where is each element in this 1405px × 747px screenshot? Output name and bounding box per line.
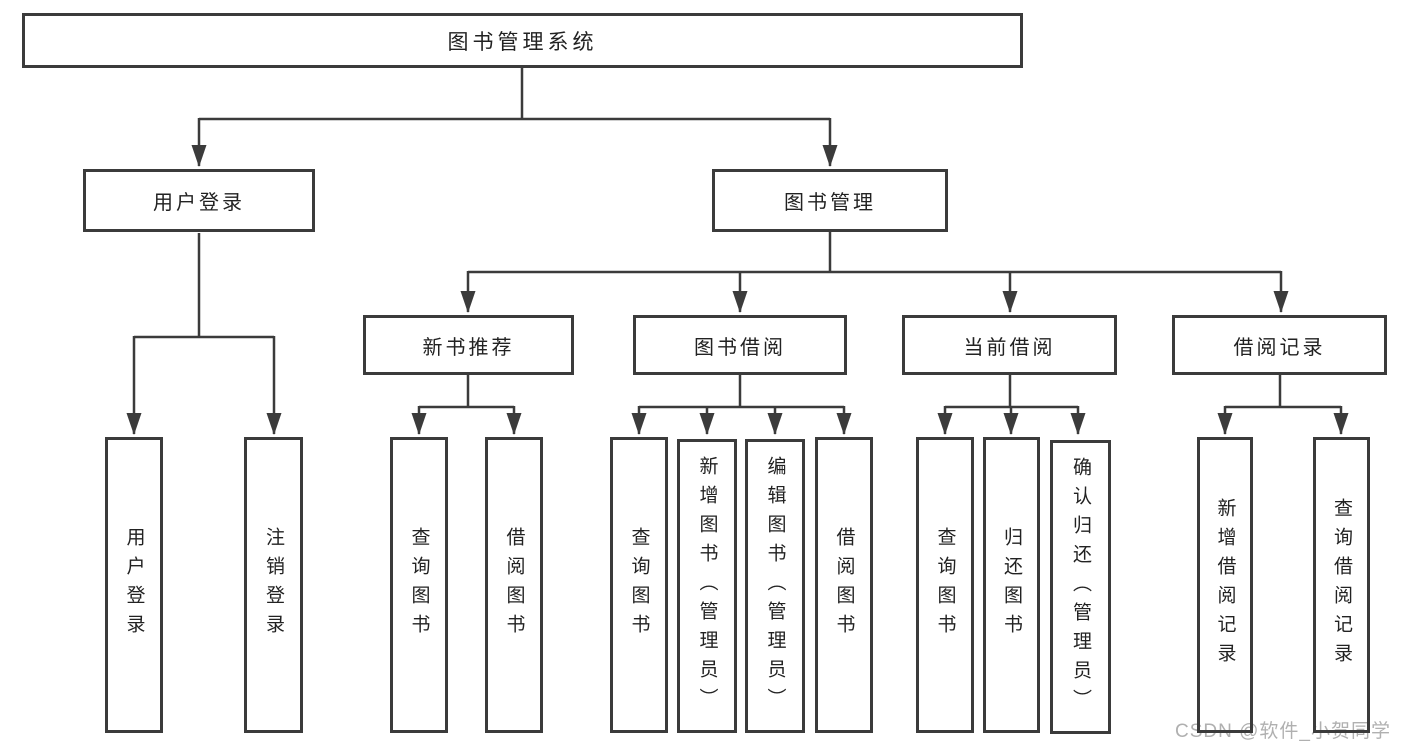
connector-borrow-to-leaves [631, 375, 852, 435]
leaf-records-add-record-label: 新增借阅记录 [1214, 498, 1236, 672]
leaf-logout-label: 注销登录 [263, 527, 284, 643]
node-book-management: 图书管理 [712, 169, 948, 232]
leaf-user-login-label: 用户登录 [123, 527, 145, 643]
connector-recommend-to-leaves [411, 375, 522, 435]
leaf-recommend-borrow-book-label: 借阅图书 [503, 527, 525, 643]
leaf-borrow-borrow-book-label: 借阅图书 [833, 527, 855, 643]
node-user-login-label: 用户登录 [153, 192, 245, 214]
leaf-recommend-borrow-book: 借阅图书 [485, 437, 543, 733]
node-current-borrow: 当前借阅 [902, 315, 1117, 375]
node-book-management-label: 图书管理 [784, 192, 876, 214]
leaf-current-confirm-return: 确认归还（管理员） [1050, 440, 1111, 734]
node-book-borrow-label: 图书借阅 [694, 336, 786, 359]
leaf-recommend-query-book: 查询图书 [390, 437, 448, 733]
connector-login-to-leaves [126, 233, 282, 435]
node-borrow-records-label: 借阅记录 [1233, 336, 1326, 359]
node-root: 图书管理系统 [22, 13, 1023, 68]
leaf-records-add-record: 新增借阅记录 [1197, 437, 1253, 733]
leaf-logout: 注销登录 [244, 437, 303, 733]
node-new-book-recommend-label: 新书推荐 [422, 336, 515, 359]
leaf-borrow-edit-book: 编辑图书（管理员） [745, 439, 805, 733]
connector-records-to-leaves [1217, 375, 1349, 435]
leaf-user-login: 用户登录 [105, 437, 163, 733]
leaf-borrow-borrow-book: 借阅图书 [815, 437, 873, 733]
leaf-current-return-book: 归还图书 [983, 437, 1040, 733]
leaf-current-confirm-return-label: 确认归还（管理员） [1070, 456, 1091, 718]
node-root-label: 图书管理系统 [447, 30, 598, 54]
csdn-watermark: CSDN @软件_小贺同学 [1175, 721, 1391, 742]
connector-current-to-leaves [937, 375, 1086, 435]
leaf-current-query-book: 查询图书 [916, 437, 974, 733]
node-borrow-records: 借阅记录 [1172, 315, 1387, 375]
leaf-recommend-query-book-label: 查询图书 [408, 527, 430, 643]
leaf-borrow-edit-book-label: 编辑图书（管理员） [764, 455, 786, 717]
node-new-book-recommend: 新书推荐 [363, 315, 574, 375]
connector-root-to-level2 [191, 68, 838, 167]
leaf-borrow-query-book-label: 查询图书 [628, 527, 650, 643]
leaf-borrow-add-book-label: 新增图书（管理员） [696, 455, 718, 717]
leaf-records-query-record-label: 查询借阅记录 [1331, 498, 1352, 672]
node-user-login: 用户登录 [83, 169, 315, 232]
leaf-borrow-query-book: 查询图书 [610, 437, 668, 733]
leaf-current-query-book-label: 查询图书 [934, 527, 956, 643]
leaf-records-query-record: 查询借阅记录 [1313, 437, 1370, 733]
leaf-borrow-add-book: 新增图书（管理员） [677, 439, 737, 733]
node-book-borrow: 图书借阅 [633, 315, 847, 375]
leaf-current-return-book-label: 归还图书 [1001, 527, 1022, 643]
connector-mgmt-to-level3 [460, 232, 1289, 313]
node-current-borrow-label: 当前借阅 [963, 336, 1056, 359]
